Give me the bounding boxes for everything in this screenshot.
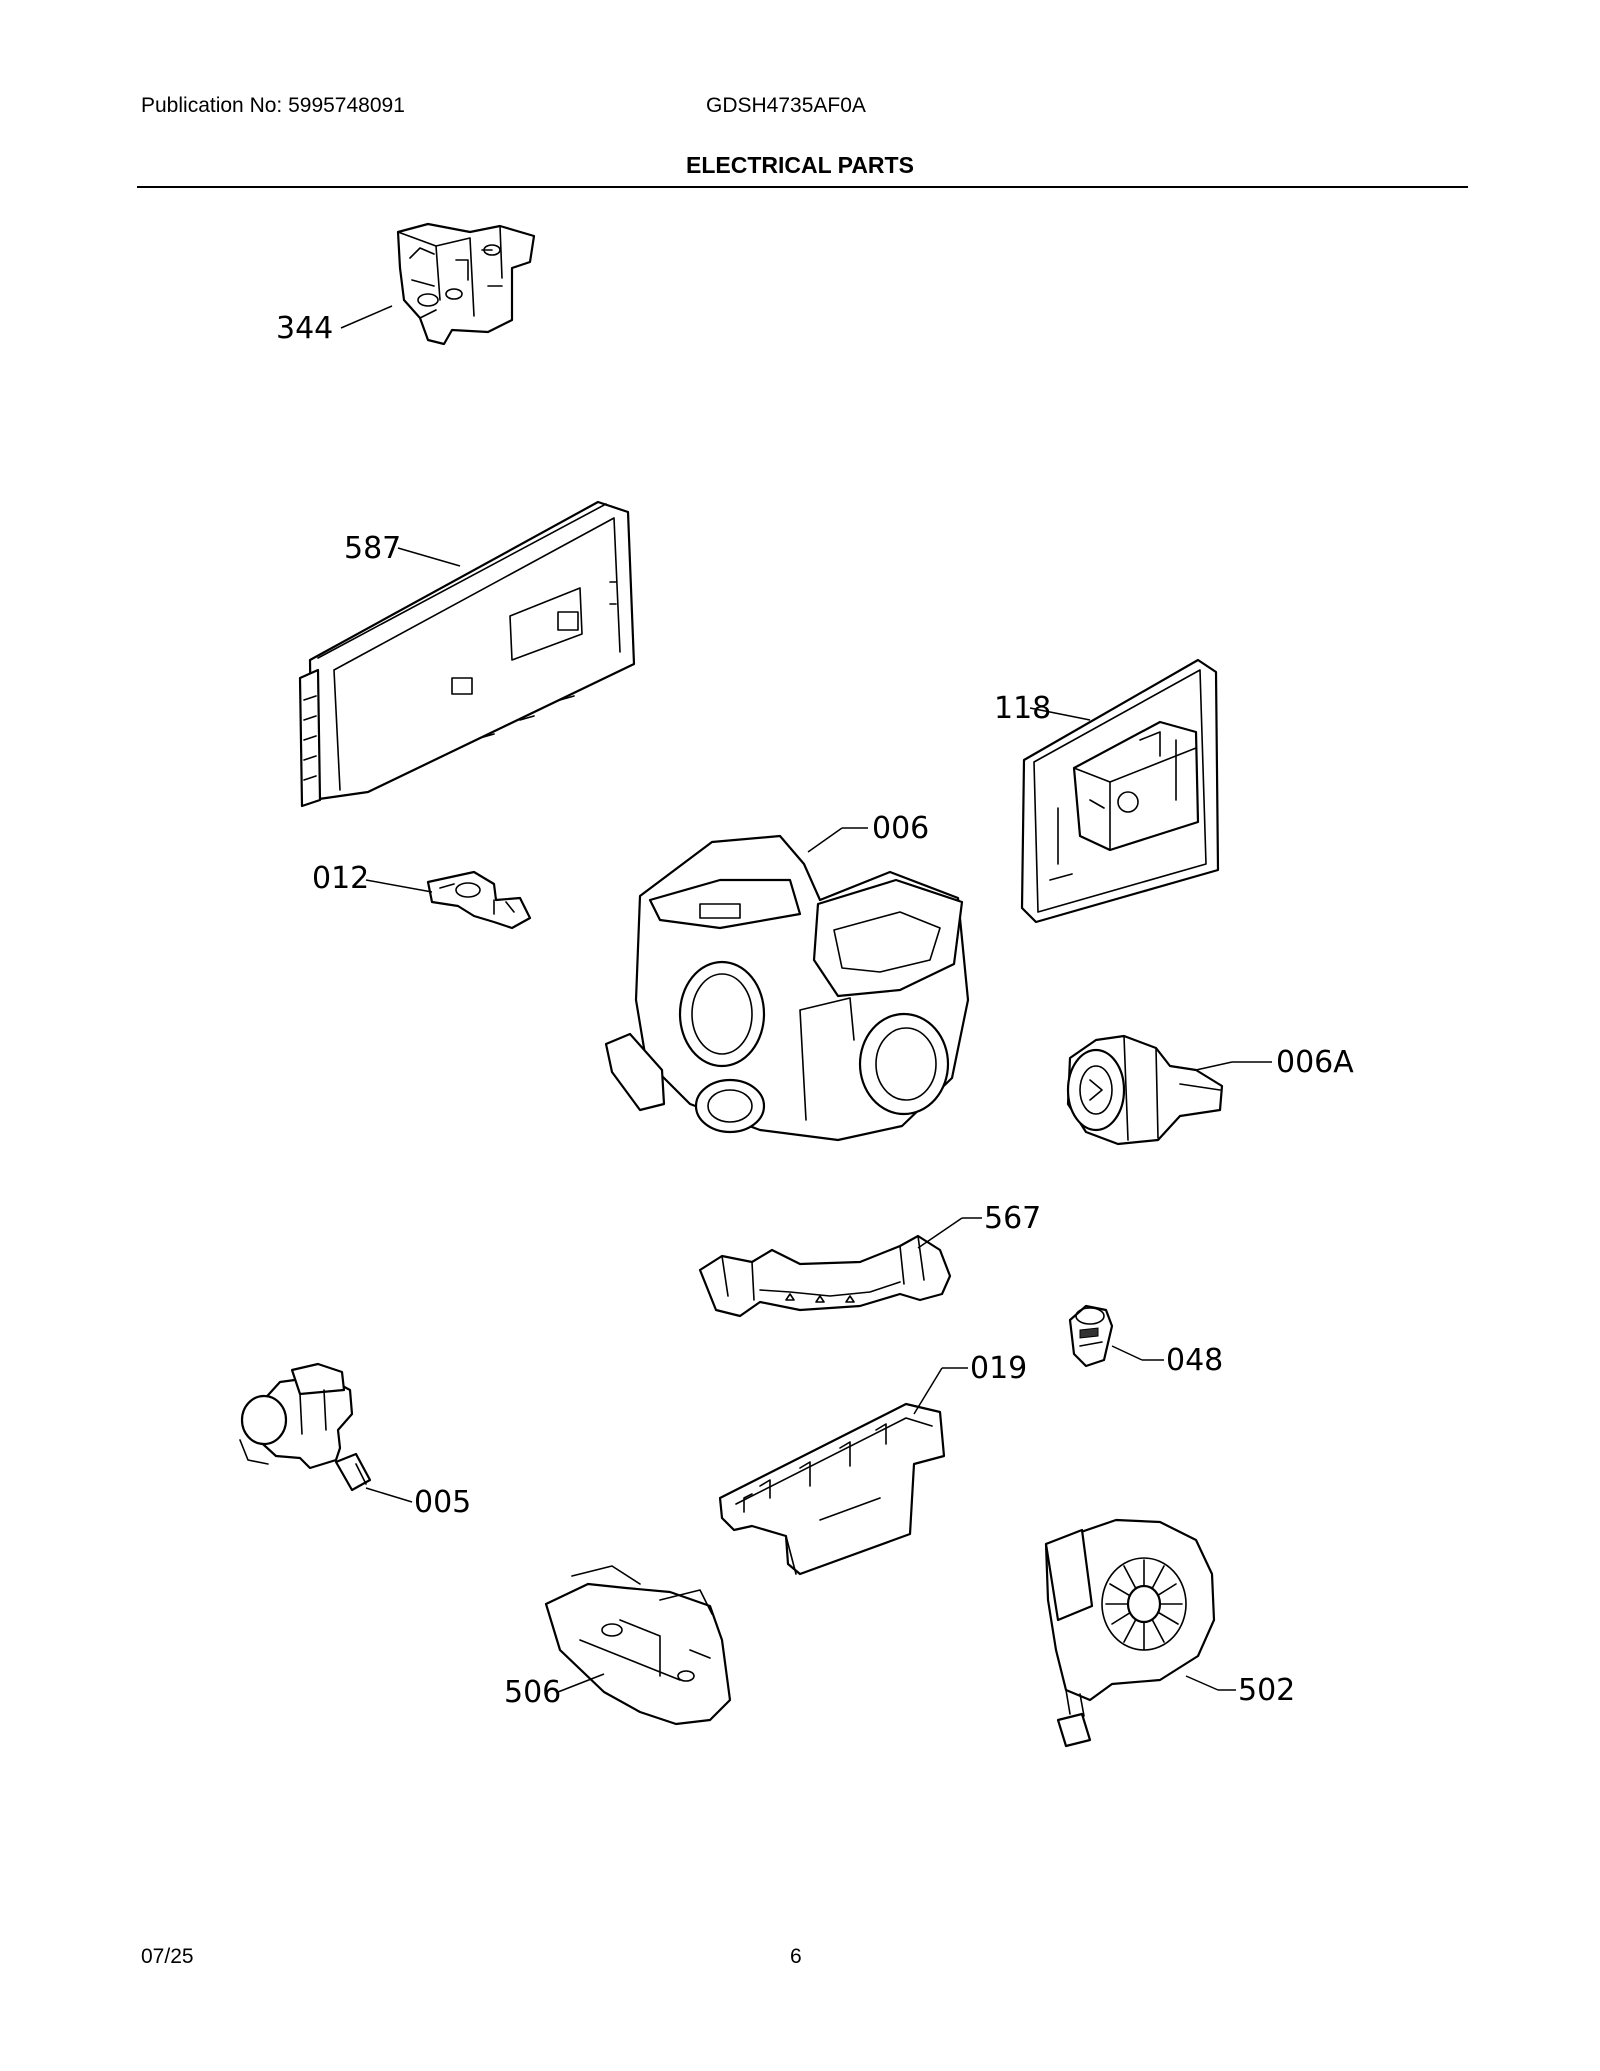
- leader-005: [365, 1487, 413, 1503]
- leader-118: [1029, 707, 1091, 721]
- leader-019: [913, 1367, 943, 1415]
- leader-506: [557, 1673, 605, 1693]
- callout-048: 048: [1166, 1343, 1223, 1378]
- part-006-illustration: [604, 834, 970, 1142]
- part-019-illustration: [718, 1402, 946, 1576]
- callout-006A: 006A: [1276, 1045, 1354, 1080]
- footer-date: 07/25: [141, 1945, 194, 1968]
- part-006A-illustration: [1066, 1034, 1224, 1146]
- leader-006A: [1195, 1061, 1233, 1071]
- part-012-illustration: [426, 870, 532, 930]
- callout-502: 502: [1238, 1673, 1295, 1708]
- part-506-illustration: [544, 1565, 732, 1726]
- part-344-illustration: [396, 222, 536, 346]
- part-118-illustration: [1020, 658, 1220, 924]
- callout-567: 567: [984, 1201, 1041, 1236]
- callout-012: 012: [312, 861, 369, 896]
- leader-344: [340, 305, 393, 329]
- part-048-illustration: [1068, 1304, 1114, 1368]
- model-number: GDSH4735AF0A: [706, 94, 866, 117]
- callout-019: 019: [970, 1351, 1027, 1386]
- callout-506: 506: [504, 1675, 561, 1710]
- publication-number: Publication No: 5995748091: [141, 94, 405, 117]
- leader-502: [1185, 1675, 1219, 1691]
- leader-048: [1111, 1345, 1143, 1361]
- leader-012: [365, 879, 433, 893]
- part-587-illustration: [298, 500, 636, 808]
- callout-587: 587: [344, 531, 401, 566]
- leader-587: [397, 547, 461, 567]
- callout-006: 006: [872, 811, 929, 846]
- page-number: 6: [790, 1945, 802, 1968]
- page-title: ELECTRICAL PARTS: [686, 152, 914, 178]
- part-005-illustration: [239, 1362, 372, 1492]
- callout-118: 118: [994, 691, 1051, 726]
- leader-006: [807, 827, 843, 853]
- callout-005: 005: [414, 1485, 471, 1520]
- header-rule: [137, 186, 1468, 188]
- leader-567: [917, 1217, 963, 1249]
- callout-344: 344: [276, 311, 333, 346]
- part-502-illustration: [1044, 1518, 1216, 1748]
- part-567-illustration: [698, 1234, 952, 1318]
